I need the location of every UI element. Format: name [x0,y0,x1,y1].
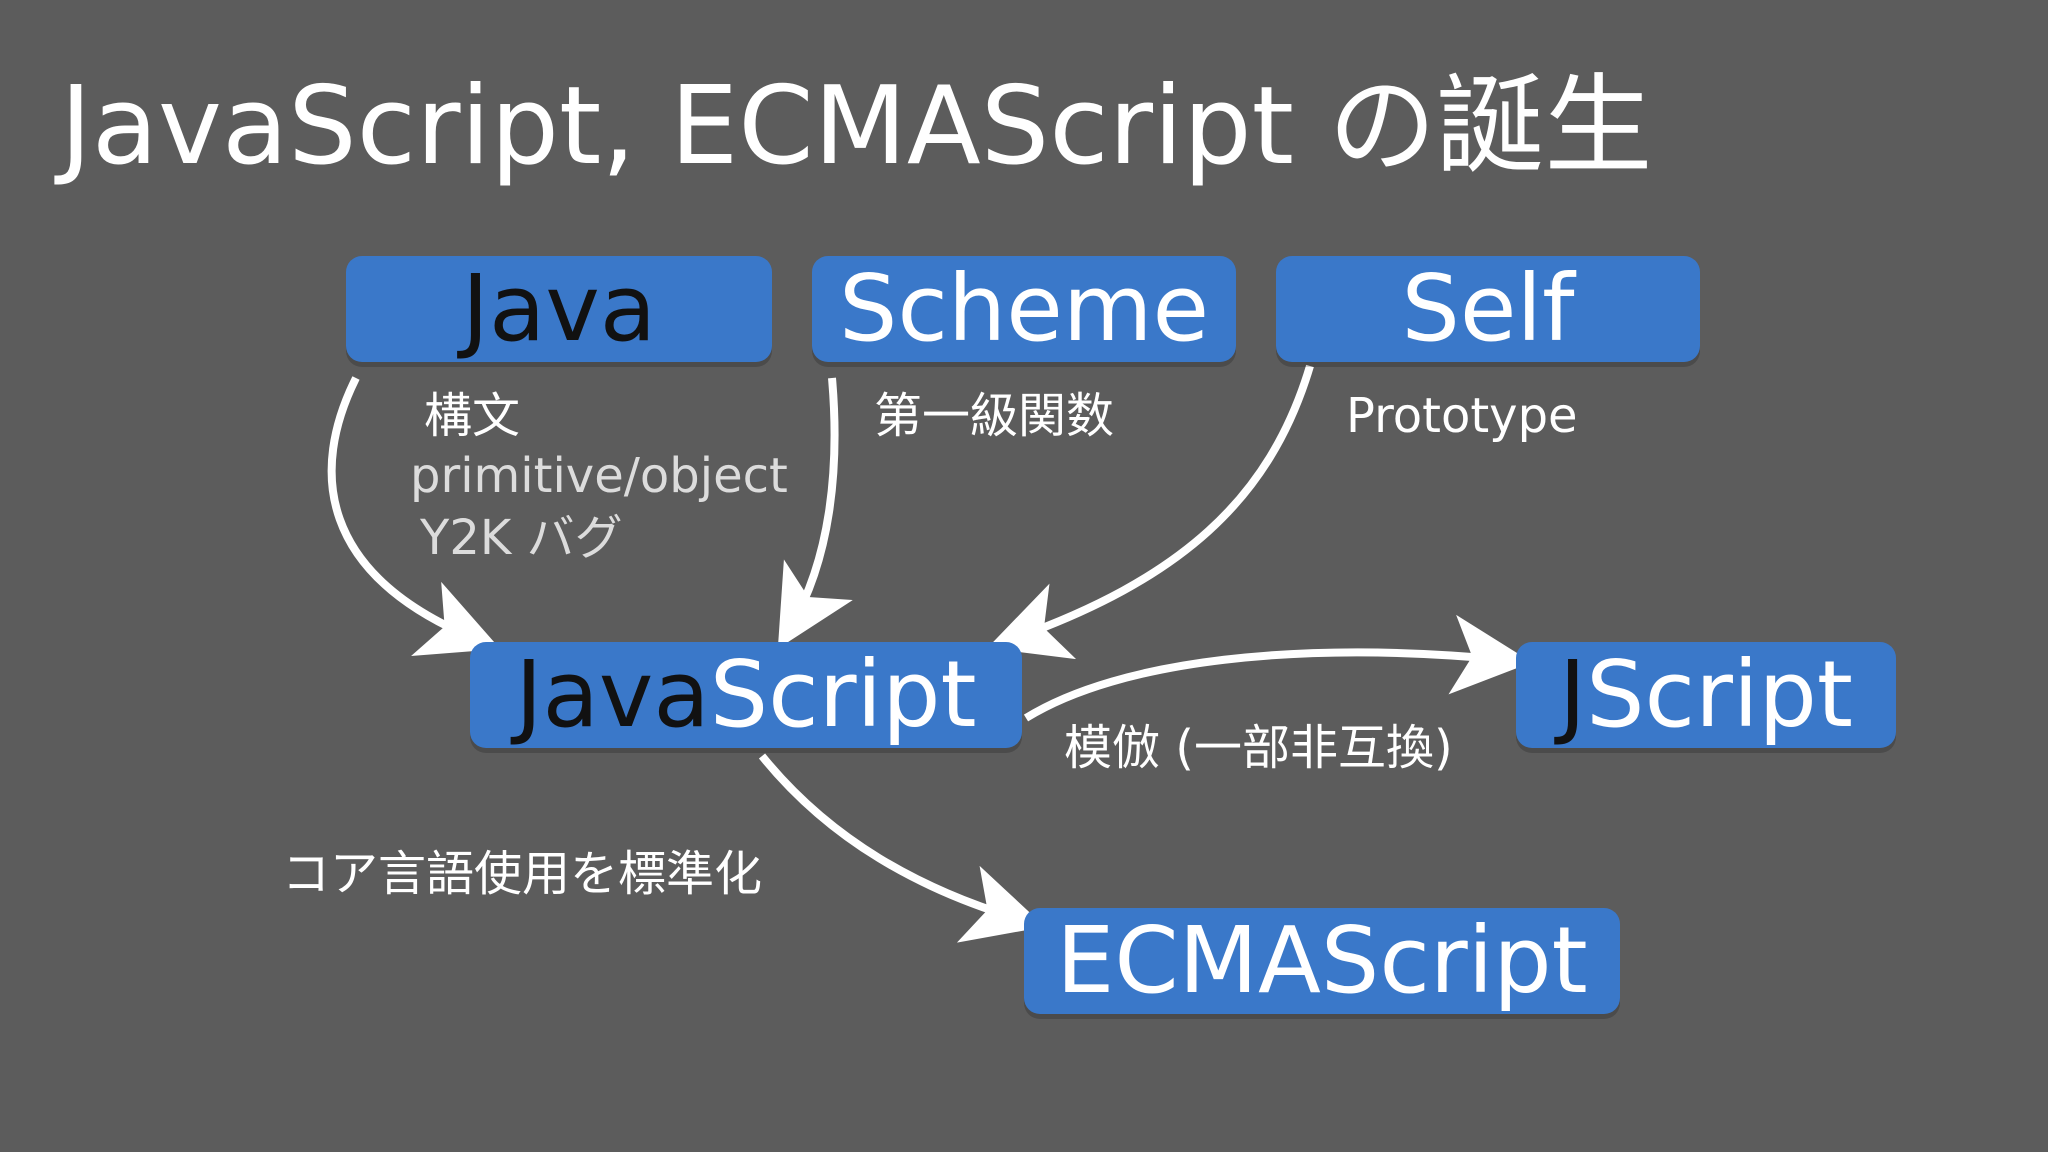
node-javascript-label-script: Script [709,641,977,748]
label-imitation: 模倣 (一部非互換) [1064,720,1453,776]
label-self-prototype: Prototype [1346,388,1578,444]
arrow-java-to-javascript [327,376,501,656]
arrow-scheme-to-javascript [777,377,853,649]
node-self-label: Self [1401,255,1575,362]
label-scheme-first-class: 第一級関数 [874,388,1115,444]
node-scheme: Scheme [812,256,1236,362]
node-self: Self [1276,256,1700,362]
node-java: Java [346,256,772,362]
node-scheme-label: Scheme [838,255,1210,362]
label-java-y2k: Y2K バグ [420,510,623,566]
label-java-primitive-object: primitive/object [410,448,788,504]
node-jscript-label-script: Script [1586,641,1853,748]
slide-title: JavaScript, ECMAScript の誕生 [60,64,1653,189]
label-java-syntax: 構文 [424,388,521,444]
node-java-label: Java [461,255,657,362]
node-ecmascript-label: ECMAScript [1056,907,1588,1014]
node-javascript-label-java: Java [515,641,710,748]
arrow-javascript-to-jscript [1023,614,1532,722]
label-standardize: コア言語使用を標準化 [282,846,763,902]
node-ecmascript: ECMAScript [1024,908,1620,1014]
node-jscript-label-j: J [1559,641,1587,748]
arrow-javascript-to-ecmascript [758,753,1046,943]
arrow-self-to-javascript [987,364,1314,660]
